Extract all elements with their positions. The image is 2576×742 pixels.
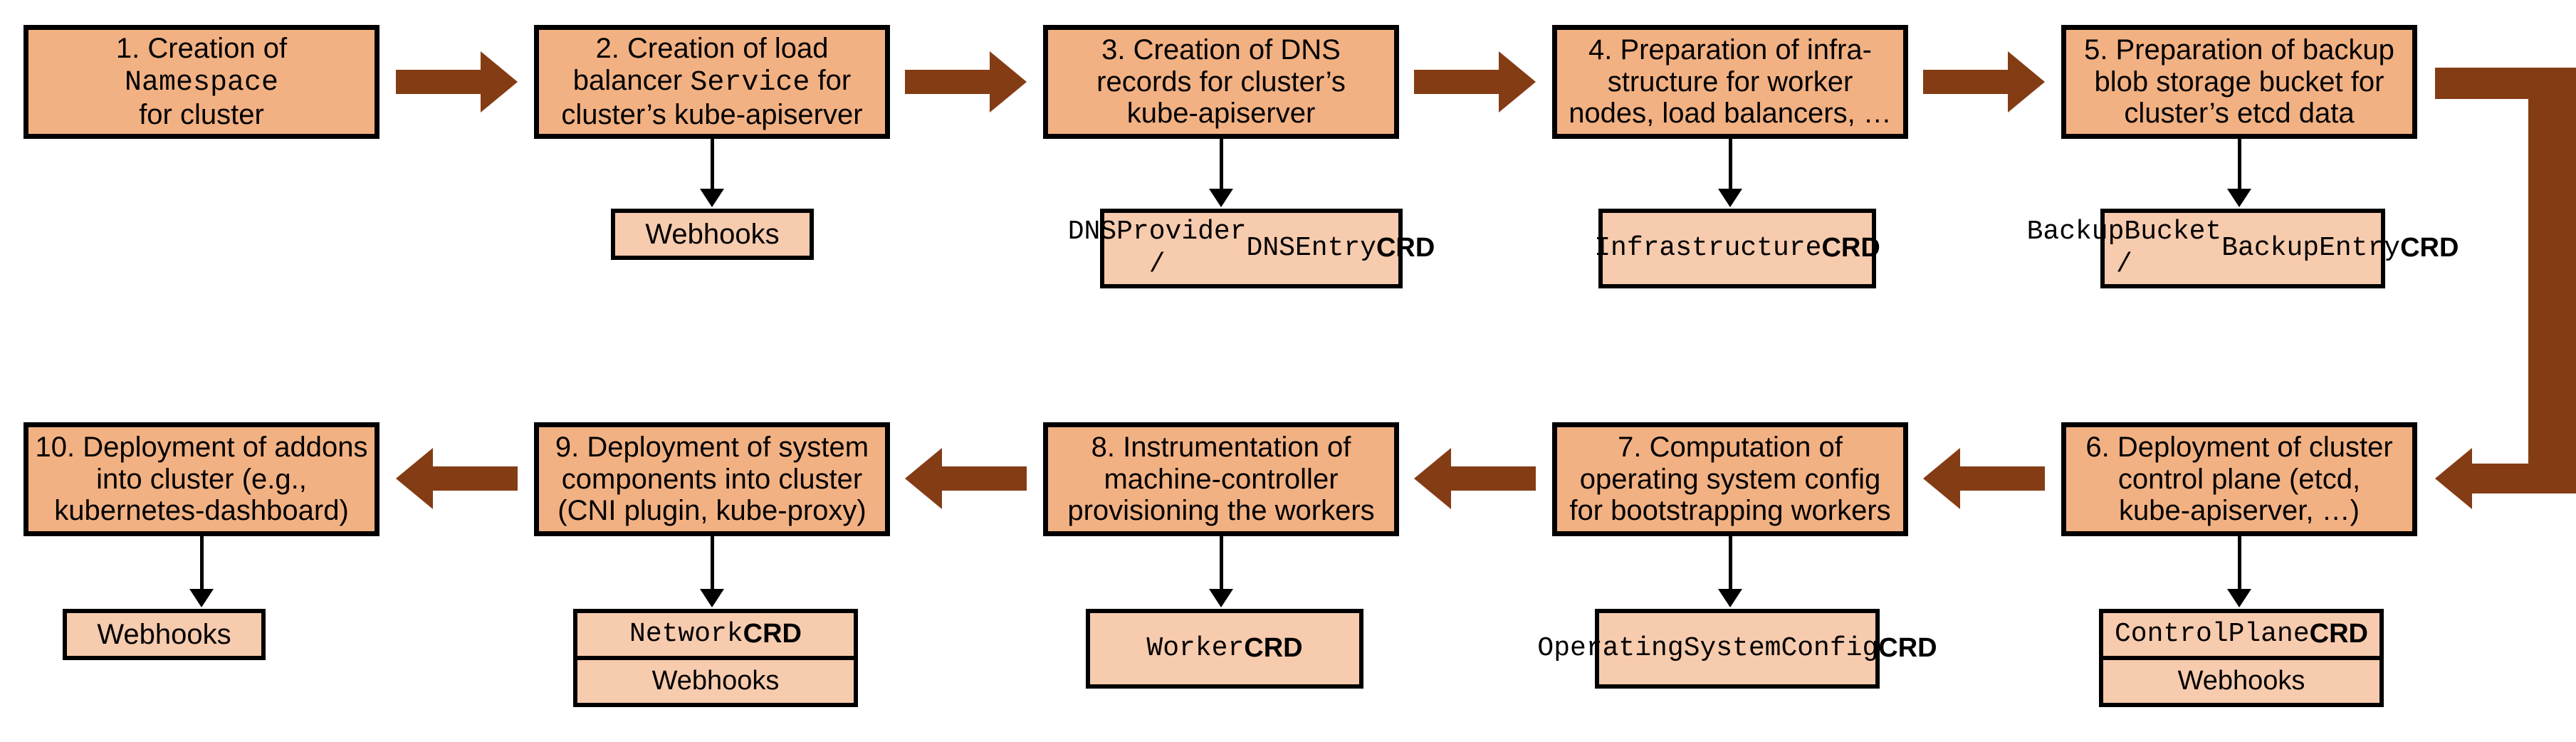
connector-arrowhead-8 — [1209, 589, 1233, 607]
sub-box-dns-crd-3[interactable]: DNSProvider /DNSEntry CRD — [1067, 209, 1435, 288]
sub-cell: BackupBucket /BackupEntry CRD — [2026, 216, 2459, 280]
sub-cell: Network CRD — [629, 619, 802, 650]
sub-cell: Webhooks — [645, 219, 780, 250]
sub-box-webhooks-2[interactable]: Webhooks — [611, 209, 814, 260]
flow-arrow-8-to-9 — [905, 448, 1027, 509]
flow-arrow-4-to-5 — [1923, 51, 2045, 113]
sub-box-backup-crd-5[interactable]: BackupBucket /BackupEntry CRD — [2026, 209, 2459, 288]
sub-box-network-9[interactable]: Network CRD Webhooks — [573, 609, 858, 707]
connector-line-8 — [1220, 536, 1223, 590]
flow-arrow-2-to-3 — [905, 51, 1027, 113]
flow-arrow-9-to-10 — [396, 448, 518, 509]
connector-line-7 — [1729, 536, 1732, 590]
connector-arrowhead-6 — [2227, 589, 2251, 607]
connector-line-5 — [2238, 139, 2241, 190]
flow-arrow-6-to-7 — [1923, 448, 2045, 509]
sub-box-controlplane-6[interactable]: ControlPlane CRD Webhooks — [2099, 609, 2384, 707]
connector-line-6 — [2238, 536, 2241, 590]
flow-elbow-vertical-5-to-6 — [2528, 68, 2576, 464]
flow-elbow-bottom-5-to-6 — [2472, 464, 2576, 493]
flow-elbow-arrowhead-5-to-6 — [2435, 448, 2472, 509]
sub-box-webhooks-10[interactable]: Webhooks — [63, 609, 266, 660]
connector-line-9 — [711, 536, 714, 590]
sub-cell: Webhooks — [577, 656, 854, 703]
connector-arrowhead-3 — [1209, 189, 1233, 207]
flow-arrow-1-to-2 — [396, 51, 518, 113]
connector-arrowhead-2 — [700, 189, 724, 207]
flow-arrow-7-to-8 — [1414, 448, 1536, 509]
connector-line-2 — [711, 139, 714, 190]
sub-cell: Webhooks — [2103, 656, 2379, 703]
step-label-4: 4. Preparation of infra-structure for wo… — [1569, 33, 1892, 130]
flow-arrow-3-to-4 — [1414, 51, 1536, 113]
step-box-4[interactable]: 4. Preparation of infra-structure for wo… — [1552, 25, 1908, 139]
connector-line-10 — [200, 536, 204, 590]
connector-arrowhead-7 — [1718, 589, 1742, 607]
connector-arrowhead-4 — [1718, 189, 1742, 207]
connector-line-4 — [1729, 139, 1732, 190]
connector-arrowhead-10 — [189, 589, 214, 607]
connector-line-3 — [1220, 139, 1223, 190]
connector-arrowhead-9 — [700, 589, 724, 607]
sub-cell: ControlPlane CRD — [2115, 619, 2368, 650]
sub-cell: Webhooks — [97, 619, 231, 650]
sub-cell: DNSProvider /DNSEntry CRD — [1067, 216, 1435, 280]
connector-arrowhead-5 — [2227, 189, 2251, 207]
